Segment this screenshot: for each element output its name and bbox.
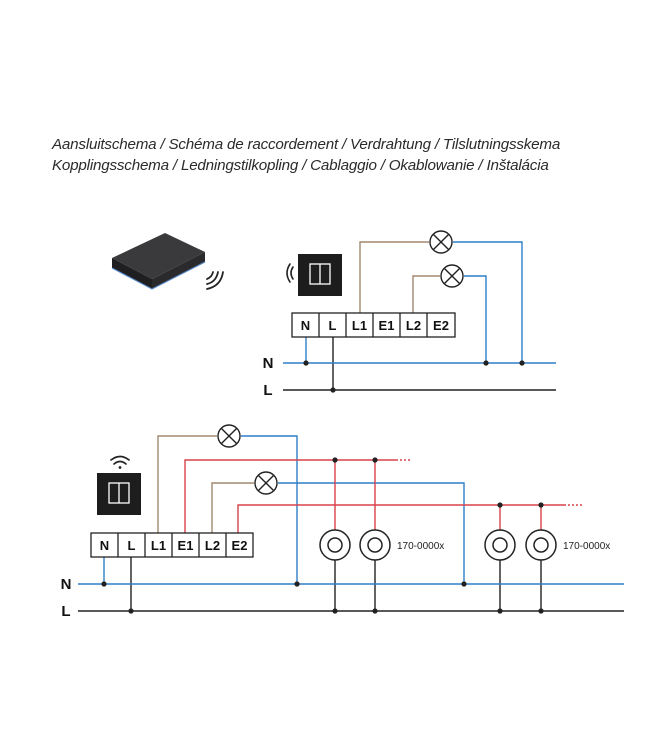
bus-label-neutral: N	[61, 576, 72, 593]
terminal-label: E1	[178, 538, 194, 553]
bus-label-live: L	[263, 382, 272, 399]
top-wires	[283, 241, 556, 391]
terminal-label: E2	[232, 538, 248, 553]
terminal-block-top	[291, 312, 456, 338]
terminal-block-bottom	[90, 532, 254, 558]
terminal-label: E1	[379, 318, 395, 333]
diagram-title: Aansluitschema / Schéma de raccordement …	[52, 134, 642, 176]
title-line-2: Kopplingsschema / Ledningstilkopling / C…	[52, 157, 549, 174]
lamp-icon	[254, 471, 278, 495]
terminal-label: L	[128, 538, 136, 553]
fixture-icon	[484, 529, 516, 561]
wifi-icon	[110, 455, 130, 469]
switch-icon	[298, 254, 342, 296]
terminal-label: L	[329, 318, 337, 333]
terminal-label: N	[301, 318, 310, 333]
terminal-label: N	[100, 538, 109, 553]
hub-device	[111, 233, 206, 290]
terminal-label: L2	[205, 538, 220, 553]
signal-icon-top	[286, 263, 294, 283]
terminal-label: L2	[406, 318, 421, 333]
bottom-junctions	[101, 457, 544, 614]
fixture-code-label: 170-0000x	[397, 541, 444, 552]
wireless-signal-icon	[206, 271, 224, 290]
bus-label-live: L	[61, 603, 70, 620]
fixture-icon	[359, 529, 391, 561]
terminal-label: E2	[433, 318, 449, 333]
bus-label-neutral: N	[263, 355, 274, 372]
title-line-1: Aansluitschema / Schéma de raccordement …	[52, 136, 561, 153]
lamp-icon	[440, 264, 464, 288]
lamp-icon	[217, 424, 241, 448]
bottom-wires	[78, 435, 624, 612]
top-junctions	[303, 360, 525, 393]
terminal-label: L1	[151, 538, 166, 553]
fixture-code-label: 170-0000x	[563, 541, 610, 552]
terminal-label: L1	[352, 318, 367, 333]
fixture-icon	[525, 529, 557, 561]
fixture-icon	[319, 529, 351, 561]
lamp-icon	[429, 230, 453, 254]
switch-icon	[97, 473, 141, 515]
